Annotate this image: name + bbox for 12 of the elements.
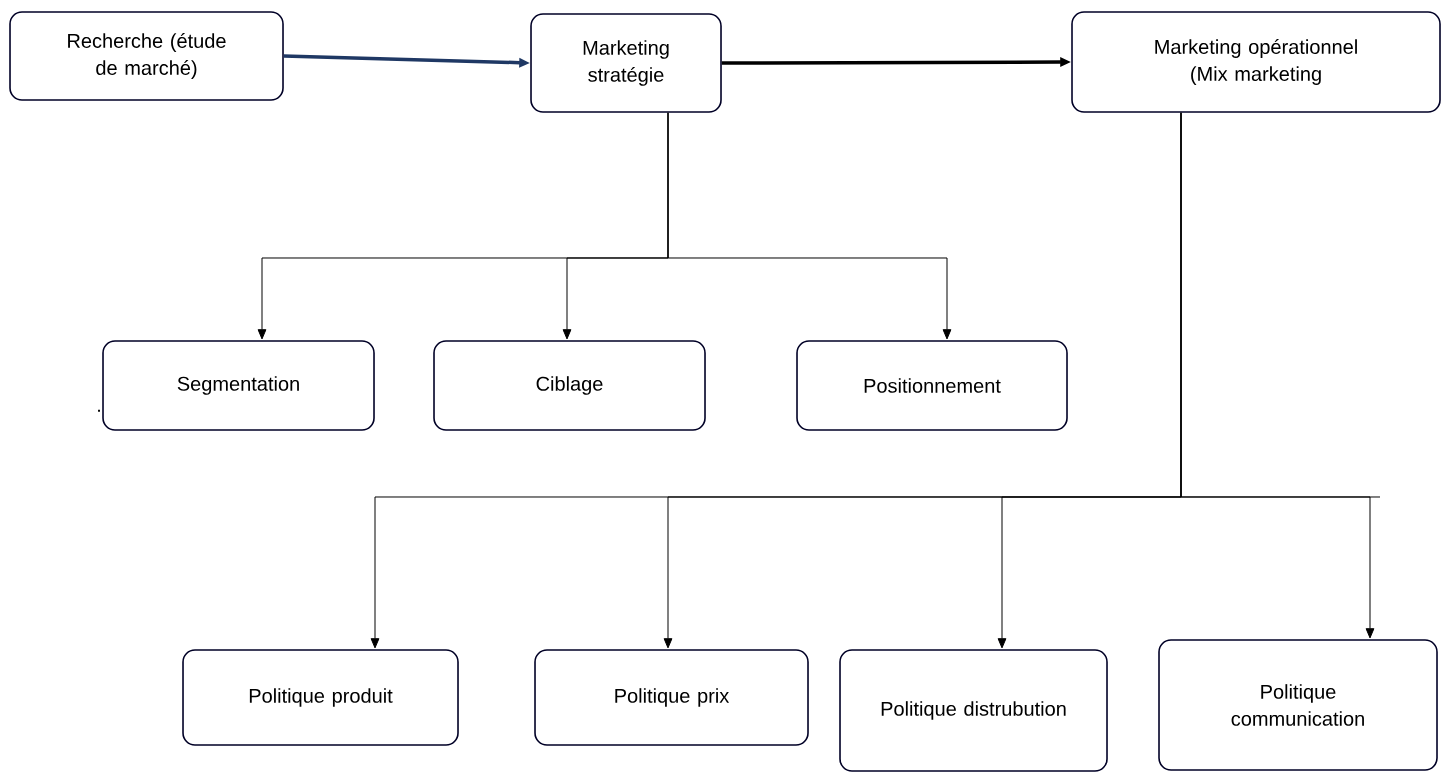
process-box: Positionnement xyxy=(796,340,1068,431)
process-box: Segmentation xyxy=(102,340,375,431)
process-box: Politique produit xyxy=(182,649,459,746)
process-box: Recherche (étude de marché) xyxy=(9,11,284,101)
process-box: Marketing stratégie xyxy=(530,13,722,113)
process-box: Politique communication xyxy=(1158,639,1438,771)
arrow xyxy=(667,112,952,340)
process-box: Marketing opérationnel (Mix marketing xyxy=(1071,11,1441,113)
process-box: Politique prix xyxy=(534,649,809,746)
process-box: Ciblage xyxy=(433,340,706,431)
process-box: Politique distrubution xyxy=(839,649,1108,772)
arrow xyxy=(1180,112,1375,639)
